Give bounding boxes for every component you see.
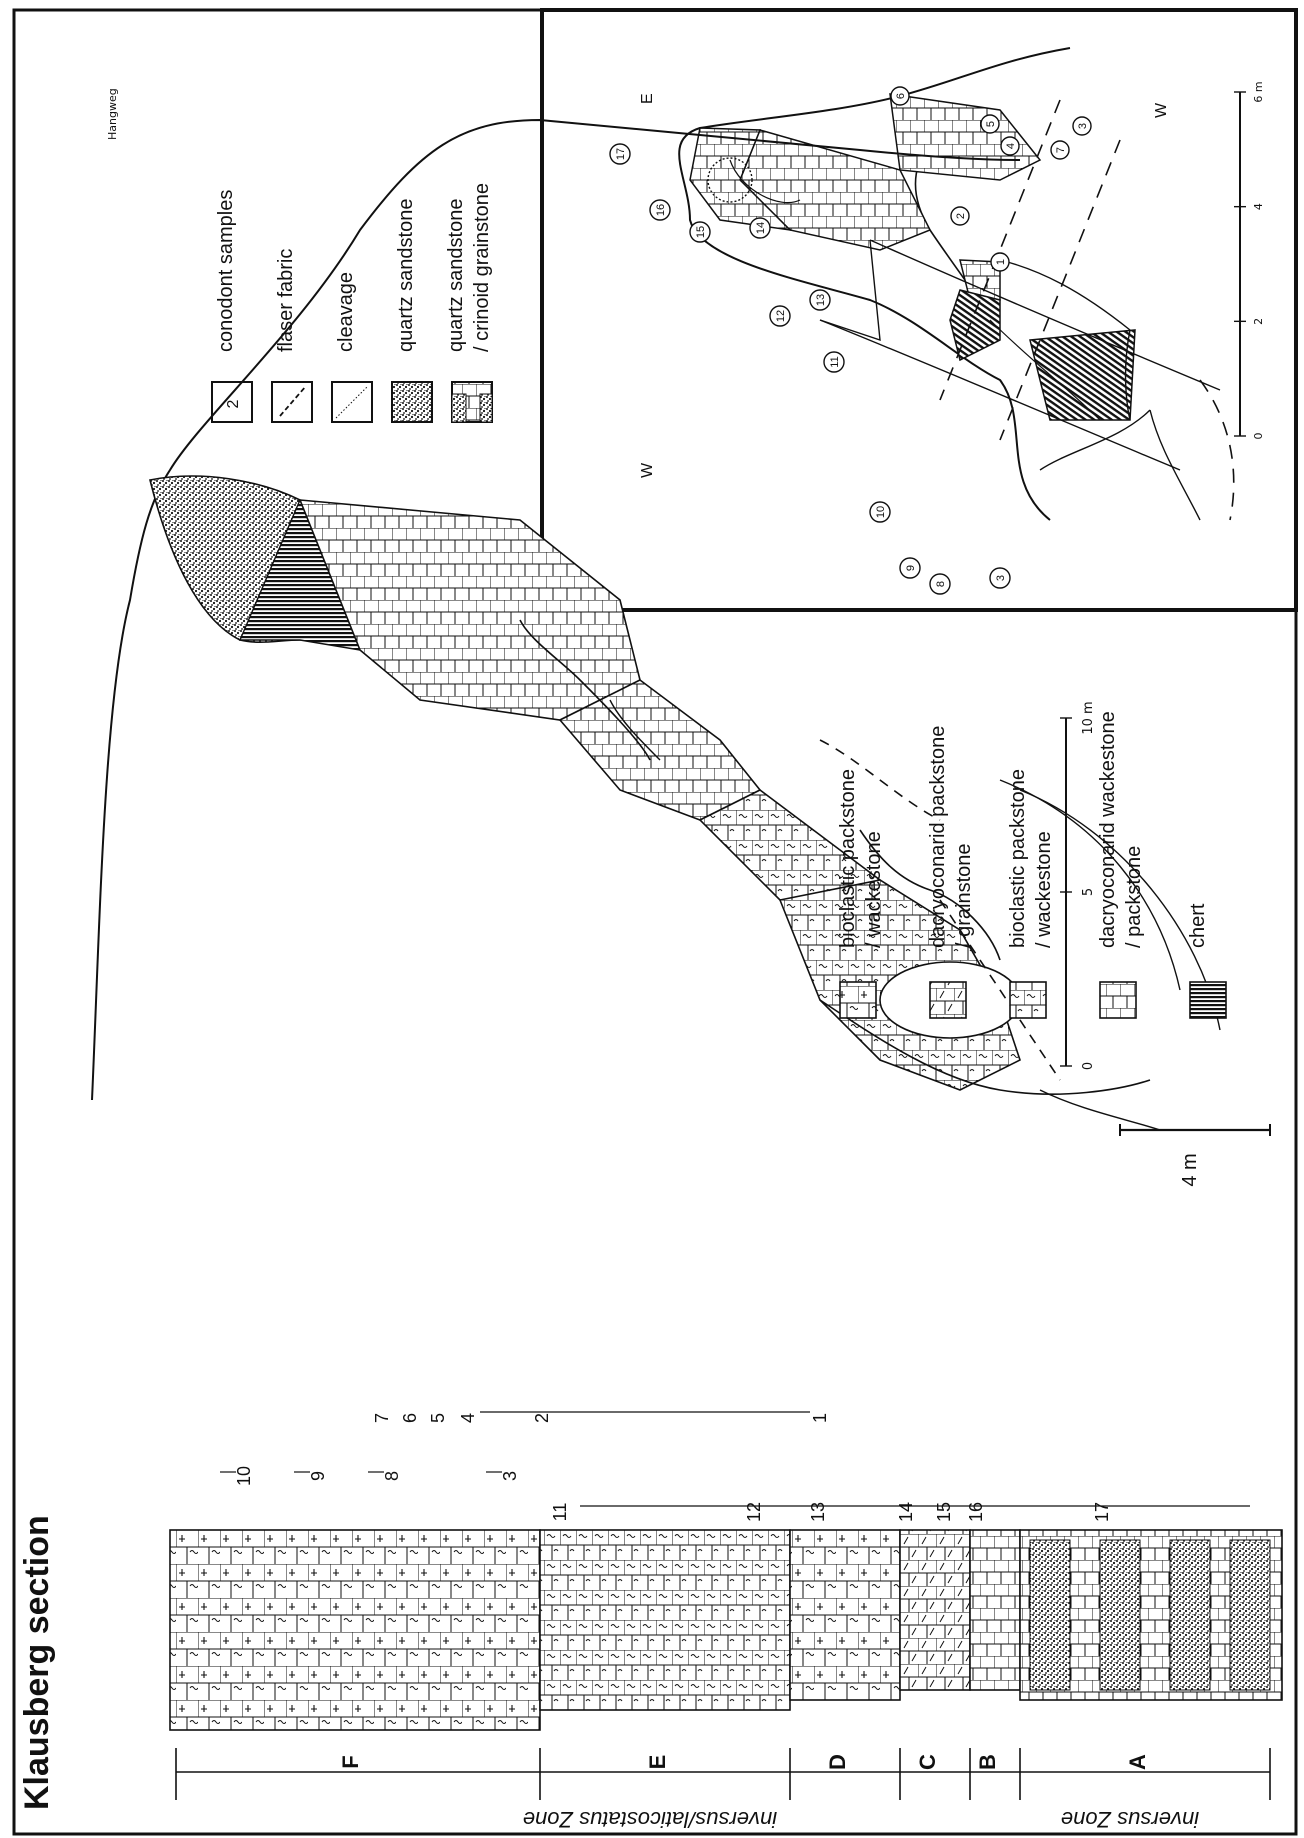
column-sample-number: 7 bbox=[372, 1413, 392, 1423]
inset-sample-number: 7 bbox=[1055, 147, 1067, 153]
column-sample-number: 15 bbox=[934, 1502, 954, 1522]
inset-scale-tick-label: 2 bbox=[1252, 318, 1265, 325]
legend-lithology-label: chert bbox=[1187, 903, 1209, 948]
legend-quartz-sandstone-label: quartz sandstone bbox=[395, 199, 417, 352]
outcrop-scale-tick-label: 5 bbox=[1081, 888, 1096, 896]
zone-upper-label: inversus/laticostatus Zone bbox=[523, 1807, 777, 1832]
inset-sample-number: 5 bbox=[985, 121, 997, 127]
inset-sample-number: 3 bbox=[1077, 123, 1089, 129]
outcrop-sample-number: 3 bbox=[995, 575, 1007, 581]
legend-lithology-label: bioclastic packstone bbox=[837, 769, 859, 948]
column-sample-number: 17 bbox=[1092, 1502, 1112, 1522]
outcrop-sample-number: 15 bbox=[695, 226, 707, 238]
outcrop-scale-tick-label: 0 bbox=[1081, 1062, 1096, 1070]
inset-sample-number: 1 bbox=[995, 259, 1007, 265]
outcrop-sample-number: 17 bbox=[615, 148, 627, 160]
outcrop-sample-number: 16 bbox=[655, 204, 667, 216]
legend-conodont-symbol-text: 2 bbox=[225, 399, 242, 408]
column-sample-number: 11 bbox=[550, 1503, 570, 1522]
legend-lithology-label: bioclastic packstone bbox=[1007, 769, 1029, 948]
unit-label: A bbox=[1125, 1754, 1150, 1770]
figure-title-rotated: Klausberg section bbox=[18, 1515, 56, 1810]
unit-label: E bbox=[645, 1755, 670, 1770]
inset-scale-tick-label: 6 m bbox=[1252, 81, 1265, 102]
column-sample-number: 1 bbox=[810, 1413, 830, 1423]
unit-label: F bbox=[338, 1755, 363, 1768]
outcrop-sample-number: 8 bbox=[935, 581, 947, 587]
zone-lower-label: inversus Zone bbox=[1061, 1807, 1199, 1832]
outcrop-west-label: W bbox=[1153, 102, 1170, 118]
outcrop-sample-number: 14 bbox=[755, 222, 767, 234]
stratigraphic-column: F E D C B A inversus/laticostatus Zone invers… bbox=[170, 1124, 1282, 1832]
legend-crinoid-label: quartz sandstone bbox=[445, 199, 467, 352]
inset-scale-tick-label: 4 bbox=[1252, 203, 1265, 210]
legend-lithology-symbol bbox=[1190, 982, 1226, 1018]
column-sample-number: 2 bbox=[532, 1413, 552, 1423]
inset-west-label: W bbox=[639, 462, 656, 478]
legend-lithology-label-2: / wackestone bbox=[1033, 831, 1055, 948]
outcrop-sample-number: 10 bbox=[875, 506, 887, 518]
legend-cleavage-label: cleavage bbox=[335, 272, 357, 352]
legend-lithology-symbol bbox=[930, 982, 966, 1018]
column-sample-number: 12 bbox=[744, 1502, 764, 1522]
outcrop-sample-number: 13 bbox=[815, 294, 827, 306]
legend-lithology-symbol bbox=[840, 982, 876, 1018]
legend-lithology-label-2: / wackestone bbox=[863, 831, 885, 948]
inset-scale-tick-label: 0 bbox=[1252, 433, 1265, 440]
outcrop-sample-number: 11 bbox=[829, 356, 841, 367]
unit-label: D bbox=[825, 1754, 850, 1770]
unit-label: C bbox=[915, 1754, 940, 1770]
outcrop-sample-number: 12 bbox=[775, 310, 787, 322]
legend-conodont-label: conodont samples bbox=[215, 190, 237, 352]
column-sample-number: 16 bbox=[966, 1502, 986, 1522]
column-sample-number: 13 bbox=[808, 1502, 828, 1522]
column-sample-number: 14 bbox=[896, 1502, 916, 1522]
column-sample-number: 9 bbox=[308, 1471, 328, 1481]
legend-symbols: 2 conodont samples flaser fabric cleavag… bbox=[212, 183, 493, 422]
inset-sample-number: 6 bbox=[895, 93, 907, 99]
legend-lithology-symbol bbox=[1100, 982, 1136, 1018]
column-sample-number: 3 bbox=[500, 1471, 520, 1481]
inset-east-label: E bbox=[639, 93, 656, 104]
inset-sample-number: 4 bbox=[1005, 143, 1017, 149]
column-sample-number: 6 bbox=[400, 1413, 420, 1423]
legend-lithology-label-2: / grainstone bbox=[953, 843, 975, 948]
legend-lithology-symbol bbox=[1010, 982, 1046, 1018]
column-sample-number: 5 bbox=[428, 1413, 448, 1423]
legend-crinoid-label-2: / crinoid grainstone bbox=[471, 183, 493, 352]
legend-lithology-label: dacryoconarid packstone bbox=[927, 726, 949, 948]
outcrop-scale-tick-label: 10 m bbox=[1081, 701, 1096, 734]
column-sample-number: 4 bbox=[458, 1413, 478, 1423]
column-sample-number: 8 bbox=[382, 1471, 402, 1481]
column-scale-label: 4 m bbox=[1179, 1153, 1201, 1186]
inset-sample-number: 2 bbox=[955, 213, 967, 219]
outcrop-sample-number: 9 bbox=[905, 565, 917, 571]
legend-flaser-label: flaser fabric bbox=[275, 249, 297, 352]
legend-lithology-label-2: / packstone bbox=[1123, 846, 1145, 948]
unit-label: B bbox=[975, 1754, 1000, 1770]
road-label: Hangweg bbox=[106, 88, 119, 140]
legend-lithology-label: dacryoconarid wackestone bbox=[1097, 711, 1119, 948]
column-sample-number: 10 bbox=[234, 1466, 254, 1486]
legend-quartz-sandstone-symbol bbox=[392, 382, 432, 422]
